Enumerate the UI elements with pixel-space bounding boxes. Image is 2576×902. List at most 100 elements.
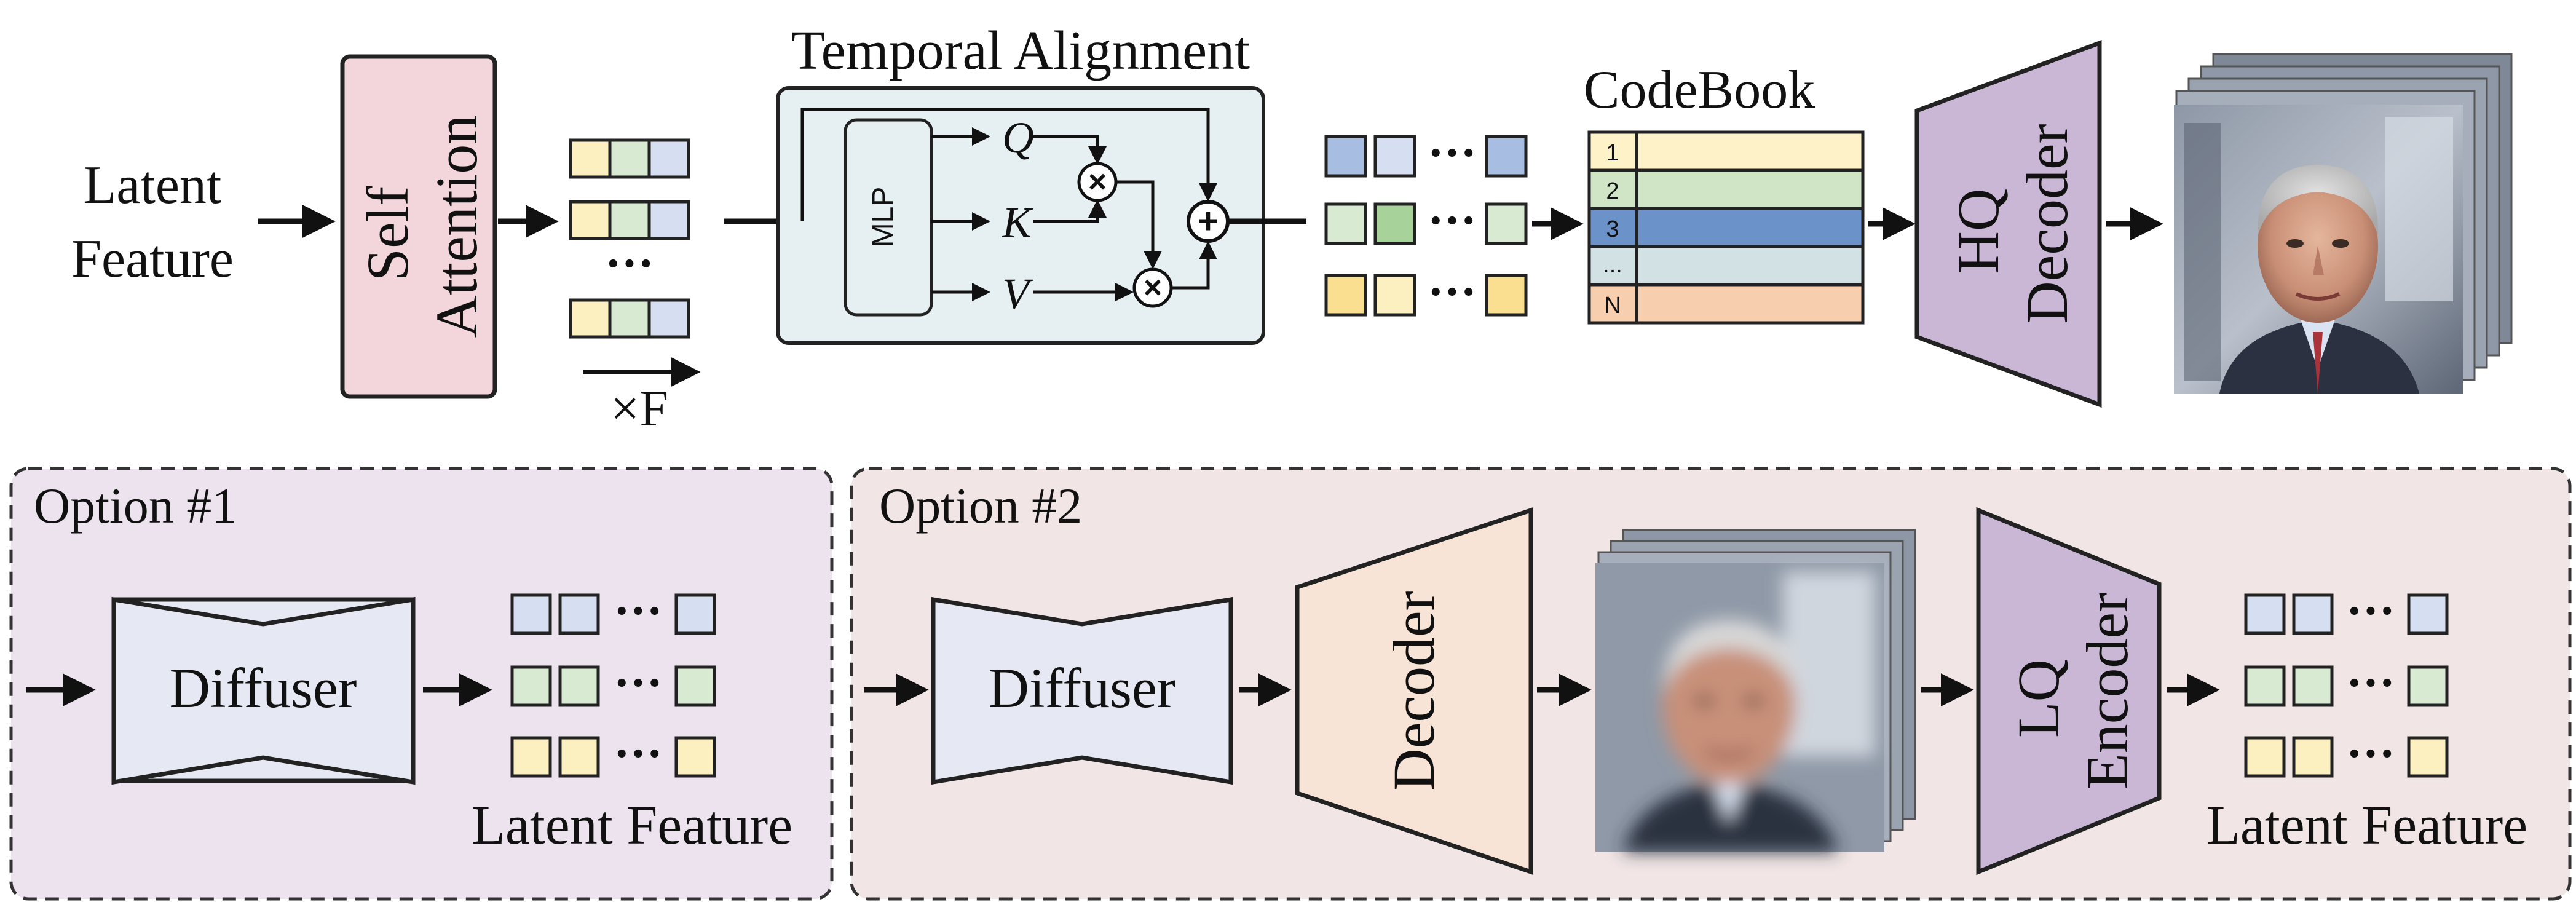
token (1324, 135, 1367, 178)
token (647, 138, 690, 179)
token (569, 138, 612, 179)
input-feature-label: Feature (71, 229, 234, 289)
token (674, 593, 716, 635)
option1-panel (9, 467, 834, 901)
token (558, 593, 600, 635)
codebook-index: 3 (1606, 216, 1619, 242)
lq-output-frames (1595, 529, 1916, 852)
multiply-symbol-v: × (1144, 270, 1162, 306)
token (558, 665, 600, 707)
codebook-row (1587, 283, 1865, 325)
self-attention-label: Self Attention (355, 115, 489, 338)
option1-output-label: Latent Feature (472, 795, 792, 856)
token (2244, 665, 2286, 707)
option1-diffuser-shape (111, 596, 416, 785)
self-attention-block (340, 54, 497, 399)
codebook-index: 2 (1606, 178, 1619, 204)
ellipsis: ··· (614, 656, 663, 710)
option1-diffuser-label: Diffuser (170, 657, 357, 719)
token (1485, 202, 1528, 245)
attention-token-stack: ··· ×F (569, 138, 701, 437)
token (1485, 274, 1528, 317)
token (1373, 202, 1416, 245)
k-label: K (1002, 198, 1034, 247)
option2-decoder-block (1295, 507, 1533, 875)
token (1485, 135, 1528, 178)
option2-diffuser-label: Diffuser (989, 657, 1176, 719)
add-symbol: + (1198, 201, 1219, 241)
token (1324, 202, 1367, 245)
token (2292, 593, 2334, 635)
option2-diffuser-block (931, 596, 1233, 785)
qk-to-multiply-v (1116, 180, 1162, 269)
token-row (569, 138, 690, 179)
ellipsis: ··· (1428, 265, 1477, 319)
codebook-title: CodeBook (1584, 60, 1815, 120)
aligned-token-grid: ··· ··· ··· (1324, 126, 1528, 319)
token (558, 736, 600, 778)
codebook: 1 2 3 ... N (1587, 130, 1865, 325)
codebook-index: 1 (1606, 140, 1619, 166)
q-label: Q (1002, 113, 1034, 162)
ellipsis: ··· (614, 584, 663, 638)
token-row (569, 298, 690, 339)
codebook-row (1587, 207, 1865, 248)
option2-decoder-label: Decoder (1381, 591, 1447, 791)
token (2244, 593, 2286, 635)
ellipsis: ··· (1428, 126, 1477, 180)
token (2244, 736, 2286, 778)
hq-face-image (2174, 105, 2463, 394)
token (510, 736, 552, 778)
ellipsis: ··· (614, 727, 663, 781)
ellipsis: ··· (1428, 194, 1477, 248)
codebook-row (1587, 245, 1865, 287)
token (608, 298, 651, 339)
token (1373, 274, 1416, 317)
token (647, 298, 690, 339)
token (1324, 274, 1367, 317)
v-label: V (1002, 269, 1033, 318)
codebook-index: N (1604, 293, 1621, 318)
q-to-multiply (1033, 135, 1107, 165)
codebook-row (1587, 130, 1865, 172)
token (674, 736, 716, 778)
token (2292, 736, 2334, 778)
lq-face-image (1595, 563, 1884, 852)
token (674, 665, 716, 707)
lq-encoder-block (1976, 507, 2162, 876)
token (1373, 135, 1416, 178)
codebook-index: ... (1603, 252, 1622, 278)
token (569, 298, 612, 339)
ellipsis: ··· (2346, 584, 2395, 638)
hq-decoder-label: HQ Decoder (1945, 124, 2080, 323)
mlp-label: MLP (867, 187, 899, 248)
token-row (569, 200, 690, 240)
multiply-symbol-qk: × (1088, 164, 1107, 200)
ellipsis: ··· (2346, 656, 2395, 710)
token (2407, 736, 2449, 778)
token (2292, 665, 2334, 707)
token (608, 200, 651, 240)
option2-title: Option #2 (879, 478, 1082, 534)
token (510, 665, 552, 707)
hq-decoder-block (1914, 39, 2102, 408)
hq-output-frames (2174, 53, 2513, 394)
token (2407, 593, 2449, 635)
option1-token-grid: ··· ··· ··· (510, 584, 716, 781)
temporal-alignment-title: Temporal Alignment (791, 20, 1250, 81)
token (569, 200, 612, 240)
token (2407, 665, 2449, 707)
input-latent-label: Latent (84, 156, 222, 215)
token (510, 593, 552, 635)
option2-token-grid: ··· ··· ··· (2244, 584, 2449, 781)
lq-encoder-label: LQ Encoder (2005, 593, 2140, 789)
option2-output-label: Latent Feature (2207, 795, 2527, 856)
residual-connection (800, 108, 1217, 221)
attention-to-add (1171, 241, 1217, 290)
k-to-multiply (1033, 199, 1107, 223)
mlp-block (844, 118, 933, 317)
ellipsis: ··· (605, 237, 654, 291)
token (608, 138, 651, 179)
codebook-row (1587, 168, 1865, 210)
